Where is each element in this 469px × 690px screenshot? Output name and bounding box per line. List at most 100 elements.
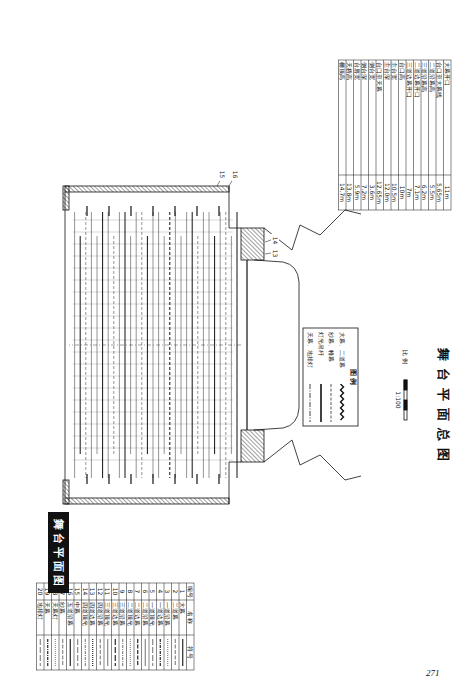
table-rule xyxy=(339,175,452,176)
item-name: 二道边幕 xyxy=(134,602,142,635)
batten-line xyxy=(136,212,137,478)
symbol-sample xyxy=(40,639,41,666)
scale-label: 比 例 xyxy=(402,350,410,376)
dimension-value: 10.5m xyxy=(391,175,399,210)
item-name: 天幕灯 xyxy=(52,602,60,635)
batten-line xyxy=(113,236,114,454)
legend-line xyxy=(341,384,344,420)
dimension-name: 台口高 xyxy=(399,62,407,173)
symbol-sample xyxy=(182,639,183,666)
table-rule xyxy=(179,583,180,670)
callout-number: 13 xyxy=(272,247,280,260)
dimension-name: 大幕开口 xyxy=(444,62,452,173)
batten-line xyxy=(192,212,193,478)
dimension-value: 5.5m xyxy=(429,175,437,210)
table-header: 符 号 xyxy=(187,635,195,670)
table-rule xyxy=(149,583,150,670)
table-rule xyxy=(96,583,97,670)
symbol-sample xyxy=(92,639,93,666)
batten-line xyxy=(203,212,204,478)
table-rule xyxy=(37,600,195,601)
table-rule xyxy=(186,583,187,670)
item-number: 4 xyxy=(157,583,165,600)
table-rule xyxy=(89,583,90,670)
wing-flat xyxy=(152,474,153,484)
item-name: 二道沿幕 xyxy=(142,602,150,635)
batten-line xyxy=(153,212,154,478)
batten-line xyxy=(74,212,75,478)
callout-number: 14 xyxy=(272,234,280,247)
symbol-sample xyxy=(130,639,131,666)
symbol-sample xyxy=(145,639,146,666)
wing-flat xyxy=(86,206,87,216)
batten-line xyxy=(214,236,215,454)
table-rule xyxy=(51,583,52,670)
wing-flat xyxy=(108,474,109,484)
item-name: 二道幕 xyxy=(172,602,180,635)
dimension-value: 7.1m xyxy=(414,175,422,210)
table-header: 名 称 xyxy=(187,600,195,635)
item-number: 20 xyxy=(37,583,45,600)
symbol-sample xyxy=(100,639,101,666)
legend-heading: 图 例 xyxy=(349,328,357,426)
wing-flat xyxy=(196,206,197,216)
batten-line xyxy=(108,212,109,478)
symbol-sample xyxy=(152,639,153,666)
item-number: 5 xyxy=(149,583,157,600)
symbol-sample xyxy=(77,639,78,666)
symbol-sample xyxy=(70,639,71,666)
side-wall xyxy=(65,498,229,504)
wing-flat xyxy=(130,206,131,216)
item-number: 12 xyxy=(97,583,105,600)
legend-line xyxy=(310,384,311,422)
item-name: 纱幕 xyxy=(59,602,67,635)
item-name: 三道沿幕 xyxy=(119,602,127,635)
scale-bar xyxy=(404,380,407,390)
table-frame xyxy=(37,583,195,670)
wing-flat xyxy=(130,474,131,484)
item-name: 一道边幕 xyxy=(157,602,165,635)
item-name: 二道顶光 xyxy=(127,602,135,635)
item-name: 四道顶光 xyxy=(82,602,90,635)
item-number: 14 xyxy=(82,583,90,600)
item-name: 四道沿幕 xyxy=(97,602,105,635)
callout-number: 15 xyxy=(219,168,227,181)
batten-line xyxy=(125,212,126,478)
symbol-sample xyxy=(55,639,56,666)
dimension-value: 12.65m xyxy=(376,175,384,210)
scale-value: 1:100 xyxy=(395,380,403,420)
table-rule xyxy=(66,583,67,670)
dimension-name: 台口至大幕线 xyxy=(436,62,444,173)
item-number: 15 xyxy=(74,583,82,600)
legend-box xyxy=(303,328,358,426)
legend-label: 纱幕、帷幕 xyxy=(328,332,336,362)
legend-label: 天幕、地排灯 xyxy=(307,332,315,368)
batten-line xyxy=(119,212,120,478)
table-rule xyxy=(126,583,127,670)
scale-bar xyxy=(404,380,407,420)
dimension-name: 二道沿幕高 xyxy=(429,62,437,173)
symbol-sample xyxy=(115,639,116,666)
callout-number: 16 xyxy=(232,168,240,181)
dimension-value: 3.6m xyxy=(369,175,377,210)
center-line xyxy=(69,345,241,346)
table-rule xyxy=(59,583,60,670)
table-rule xyxy=(134,583,135,670)
table-rule xyxy=(104,583,105,670)
item-name: 地排灯 xyxy=(37,602,45,635)
dimension-name: 栅顶高 xyxy=(339,62,347,173)
wing-flat xyxy=(196,474,197,484)
table-rule xyxy=(81,583,82,670)
symbol-sample xyxy=(167,639,168,666)
batten-line xyxy=(220,212,221,478)
back-wall xyxy=(65,192,66,498)
table-rule xyxy=(141,583,142,670)
item-name: 中幕 xyxy=(74,602,82,635)
symbol-sample xyxy=(137,639,138,666)
legend-label: 大幕、二道幕 xyxy=(338,332,346,368)
symbol-sample xyxy=(47,639,48,666)
item-number: 3 xyxy=(164,583,172,600)
item-name: 三道边幕 xyxy=(112,602,120,635)
dimension-name: 天桥高 xyxy=(346,62,354,173)
